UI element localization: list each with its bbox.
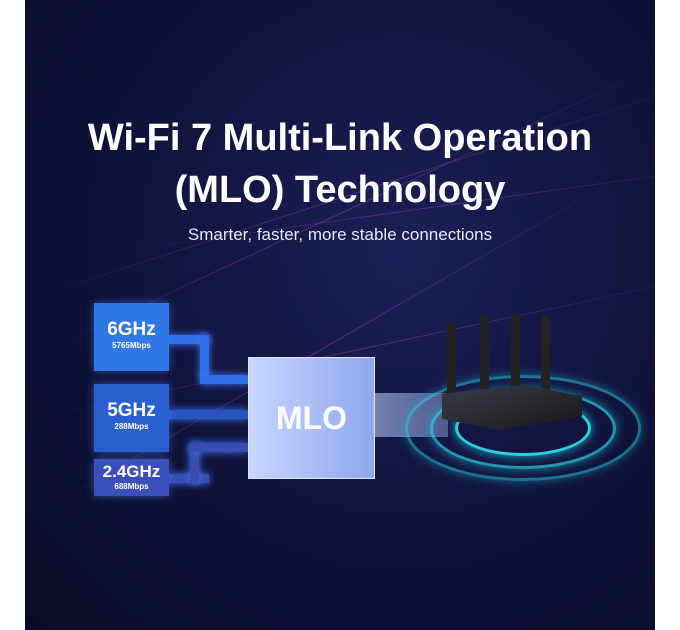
wire-6ghz: [200, 335, 209, 380]
band-2-4ghz: 2.4GHz 688Mbps: [94, 459, 169, 496]
band-rate: 288Mbps: [114, 422, 149, 431]
mlo-chip: MLO: [248, 357, 375, 479]
band-frequency: 6GHz: [107, 319, 156, 340]
signal-ring: [405, 375, 641, 481]
wire-6ghz: [200, 375, 248, 384]
antenna: [511, 313, 520, 393]
band-6ghz: 6GHz 5765Mbps: [94, 303, 169, 371]
wire-24ghz: [169, 474, 209, 483]
wire-24ghz: [190, 443, 248, 452]
wire-24ghz: [190, 443, 199, 483]
headline: Wi-Fi 7 Multi-Link Operation (MLO) Techn…: [25, 112, 655, 216]
subtitle: Smarter, faster, more stable connections: [187, 225, 493, 244]
band-rate: 688Mbps: [114, 482, 149, 491]
band-5ghz: 5GHz 288Mbps: [94, 384, 169, 452]
title-line-1: Wi-Fi 7 Multi-Link Operation: [87, 117, 593, 159]
band-frequency: 2.4GHz: [102, 462, 161, 481]
wire-6ghz: [169, 335, 209, 344]
antenna: [447, 322, 456, 397]
antenna: [541, 315, 550, 393]
wire-5ghz: [169, 410, 248, 419]
antenna: [480, 315, 489, 395]
title-line-2: (MLO) Technology: [174, 169, 506, 211]
band-rate: 5765Mbps: [112, 341, 151, 350]
band-frequency: 5GHz: [107, 400, 156, 421]
